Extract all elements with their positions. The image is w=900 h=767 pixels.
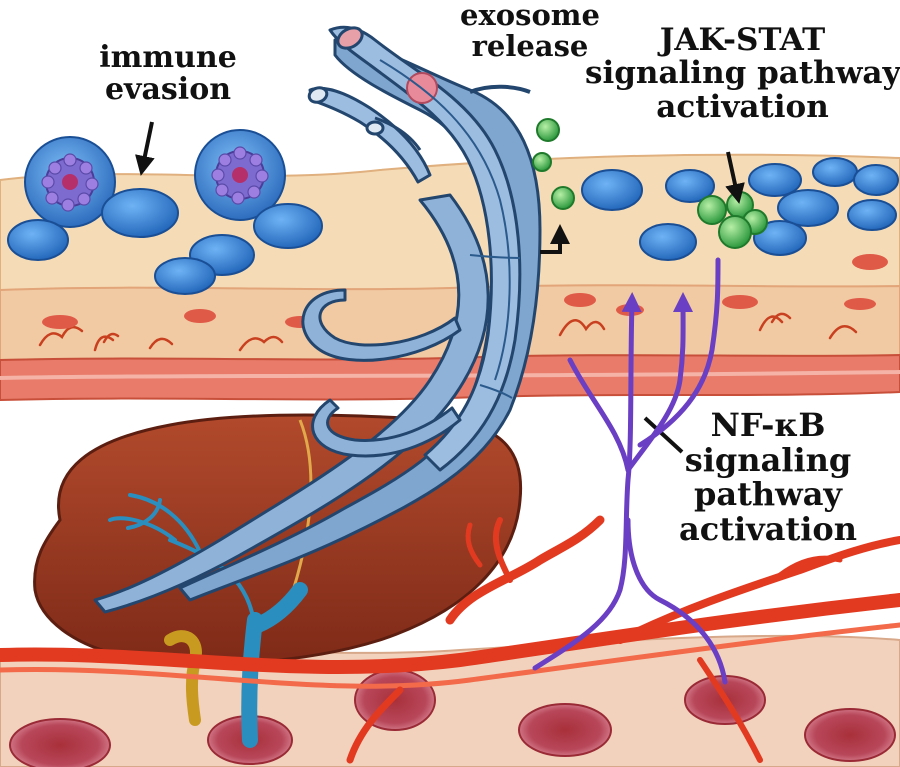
jak-stat-arrow: [725, 151, 745, 204]
exosome-release-label: exosome release: [440, 0, 620, 63]
exosome-release-arrow: [540, 224, 570, 254]
exosome-vesicle-icon: [536, 118, 560, 142]
exosome-vesicle-icon: [551, 186, 575, 210]
exosome-release-line-1: exosome: [460, 0, 600, 32]
immune-evasion-label: immune evasion: [78, 40, 258, 108]
jak-stat-label: JAK-STAT signaling pathway activation: [585, 22, 900, 125]
nf-kb-line-2: signaling: [684, 440, 852, 479]
exosome-vesicle-icon: [532, 152, 552, 172]
nf-kb-label: NF-κB signaling pathway activation: [668, 408, 868, 546]
exosome-release-line-2: release: [471, 29, 589, 64]
nf-kb-pathway-arrows: [532, 257, 728, 685]
blood-vessel-icon: [0, 515, 900, 764]
jak-stat-line-1: JAK-STAT: [659, 22, 826, 58]
pointer-arrows: [135, 121, 745, 454]
nf-kb-line-3: pathway: [693, 475, 843, 514]
nf-kb-line-4: activation: [678, 509, 858, 548]
immune-evasion-line-1: immune: [99, 40, 237, 75]
capillaries: [38, 312, 858, 352]
immune-cell-icon: [24, 136, 116, 228]
immune-cells: [7, 129, 899, 295]
tissue-cells: [42, 254, 888, 329]
immune-evasion-line-2: evasion: [104, 72, 232, 108]
jak-stat-line-2: signaling pathway: [585, 55, 900, 92]
schistosome-worm-icon: [93, 25, 542, 614]
jak-stat-line-3: activation: [656, 88, 829, 125]
nf-kb-pointer: [643, 416, 684, 454]
immune-cell-icon: [194, 129, 286, 221]
nf-kb-line-1: NF-κB: [710, 406, 826, 444]
immune-evasion-arrow: [135, 121, 155, 176]
